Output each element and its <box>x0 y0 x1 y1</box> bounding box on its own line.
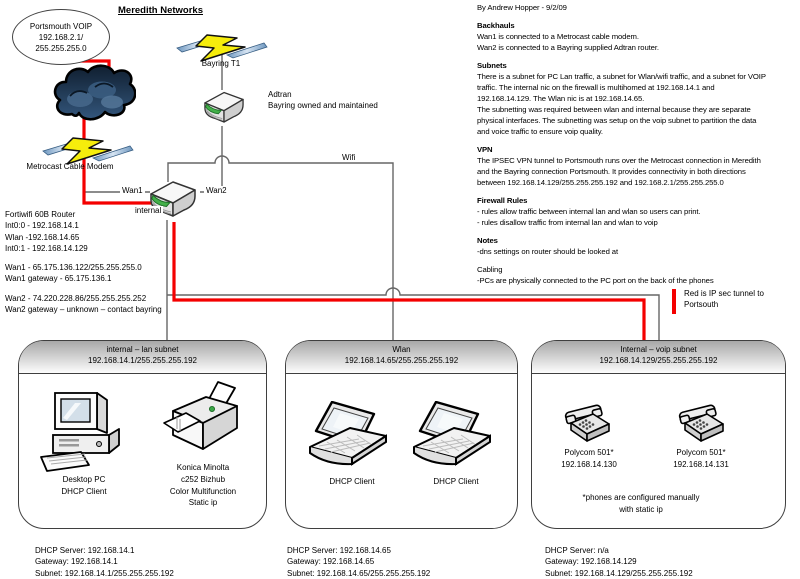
adtran-router-icon <box>204 91 244 123</box>
router-wlan: Wlan -192.168.14.65 <box>5 232 80 242</box>
voip-subnet-title: Internal – voip subnet <box>620 345 697 354</box>
desktop-pc-label: Desktop PC DHCP Client <box>61 475 107 496</box>
wan2-gateway: Wan2 gateway – unknown – contact bayring <box>5 305 162 315</box>
wan1-ip: Wan1 - 65.175.136.122/255.255.255.0 <box>5 263 142 273</box>
desktop-pc-icon <box>40 392 120 472</box>
portsmouth-voip-mask: 255.255.255.0 <box>35 43 87 53</box>
lan-subnet-box: internal – lan subnet 192.168.14.1/255.2… <box>18 340 267 529</box>
wan2-port-label: Wan2 <box>204 186 229 195</box>
phone-icon <box>678 404 724 442</box>
wlan-subnet-cidr: 192.168.14.65/255.255.255.192 <box>344 356 459 365</box>
section-firewall-rules: Firewall Rules - rules allow traffic bet… <box>477 196 701 227</box>
wlan-subnet-footer: DHCP Server: 192.168.14.65 Gateway: 192.… <box>287 546 431 578</box>
page-title: Meredith Networks <box>118 5 203 16</box>
phone2-label: Polycom 501* 192.168.14.131 <box>673 448 729 469</box>
adtran-name: Adtran <box>268 90 292 99</box>
legend-text: Red is IP sec tunnel to Portsouth <box>684 289 764 309</box>
laptop2-label: DHCP Client <box>433 477 479 486</box>
adtran-note: Bayring owned and maintained <box>268 101 378 110</box>
printer-icon <box>163 381 238 450</box>
wan1-port-label: Wan1 <box>120 186 145 195</box>
wifi-link-label: Wifi <box>340 153 358 162</box>
byline: By Andrew Hopper - 9/2/09 <box>477 3 567 12</box>
voip-static-note: *phones are configured manually with sta… <box>582 493 700 514</box>
wlan-subnet-title: Wlan <box>392 345 411 354</box>
voip-subnet-cidr: 192.168.14.129/255.255.255.192 <box>599 356 718 365</box>
lan-subnet-header: internal – lan subnet 192.168.14.1/255.2… <box>19 341 266 374</box>
wan2-ip: Wan2 - 74.220.228.86/255.255.255.252 <box>5 293 147 303</box>
voip-subnet-header: Internal – voip subnet 192.168.14.129/25… <box>532 341 785 374</box>
lan-subnet-cidr: 192.168.14.1/255.255.255.192 <box>88 356 197 365</box>
notes-column: By Andrew Hopper - 9/2/09 Backhauls Wan1… <box>477 2 799 293</box>
lan-subnet-footer: DHCP Server: 192.168.14.1 Gateway: 192.1… <box>35 546 174 578</box>
internal-port-label: internal <box>133 206 164 215</box>
section-vpn: VPN The IPSEC VPN tunnel to Portsmouth r… <box>477 145 761 187</box>
legend-red-bar <box>672 289 676 314</box>
wan1-gateway: Wan1 gateway - 65.175.136.1 <box>5 274 112 284</box>
section-subnets: Subnets There is a subnet for PC Lan tra… <box>477 61 766 136</box>
adtran-label: Adtran Bayring owned and maintained <box>268 89 378 111</box>
voip-subnet-box: Internal – voip subnet 192.168.14.129/25… <box>531 340 786 529</box>
portsmouth-voip-name: Portsmouth VOIP <box>29 21 93 31</box>
portsmouth-voip-ip: 192.168.2.1/ <box>38 32 84 42</box>
router-model: Fortiwifi 60B Router <box>5 210 76 219</box>
bayring-t1-label: Bayring T1 <box>201 59 241 68</box>
section-backhauls: Backhauls Wan1 is connected to a Metroca… <box>477 21 659 52</box>
phone-icon <box>564 404 610 442</box>
router-info: Fortiwifi 60B Router Int0:0 - 192.168.14… <box>5 209 195 323</box>
router-int00: Int0:0 - 192.168.14.1 <box>5 221 79 231</box>
laptop-icon <box>413 401 491 466</box>
wan-cloud-icon <box>53 64 136 121</box>
voip-subnet-footer: DHCP Server: n/a Gateway: 192.168.14.129… <box>545 546 693 578</box>
laptop1-label: DHCP Client <box>329 477 375 486</box>
lan-subnet-title: internal – lan subnet <box>106 345 179 354</box>
printer-label: Konica Minolta c252 Bizhub Color Multifu… <box>169 463 237 508</box>
section-notes: Notes -dns settings on router should be … <box>477 236 619 256</box>
phone1-label: Polycom 501* 192.168.14.130 <box>561 448 617 469</box>
router-int01: Int0:1 - 192.168.14.129 <box>5 243 88 253</box>
metrocast-lightning-icon <box>42 137 134 165</box>
bayring-lightning-icon <box>176 34 268 62</box>
portsmouth-voip-node: Portsmouth VOIP 192.168.2.1/ 255.255.255… <box>12 9 110 65</box>
wlan-subnet-box: Wlan 192.168.14.65/255.255.255.192 DHCP … <box>285 340 518 529</box>
wlan-subnet-header: Wlan 192.168.14.65/255.255.255.192 <box>286 341 517 374</box>
section-cabling: Cabling -PCs are physically connected to… <box>477 265 714 285</box>
laptop-icon <box>309 401 387 466</box>
metrocast-label: Metrocast Cable Modem <box>26 162 114 171</box>
